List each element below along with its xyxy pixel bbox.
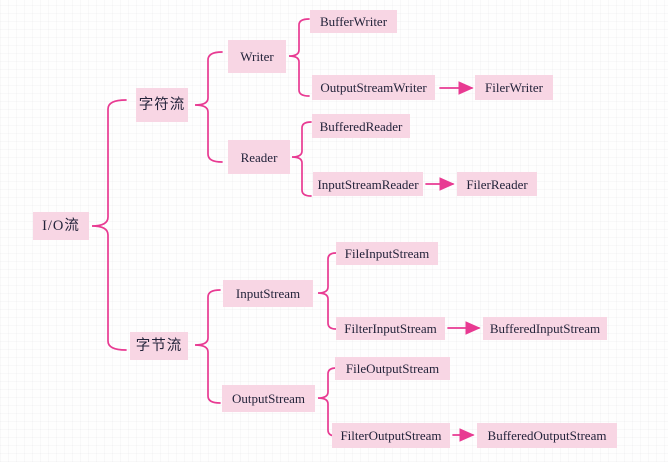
node-bufferedoutputstream: BufferedOutputStream <box>477 423 617 448</box>
brace-input-stream <box>317 252 337 330</box>
node-filerwriter: FilerWriter <box>475 75 553 100</box>
node-inputstreamreader: InputStreamReader <box>313 172 423 196</box>
node-character-stream: 字符流 <box>136 88 188 122</box>
node-filterinputstream: FilterInputStream <box>336 317 445 340</box>
brace-output-stream <box>317 367 337 437</box>
node-reader: Reader <box>228 140 290 174</box>
node-inputstream: InputStream <box>223 280 313 307</box>
node-outputstream: OutputStream <box>222 385 315 412</box>
brace-char-stream <box>194 51 223 163</box>
node-io-stream: I/O流 <box>33 212 89 240</box>
brace-reader <box>291 121 312 197</box>
node-filteroutputstream: FilterOutputStream <box>332 423 450 448</box>
node-bufferwriter: BufferWriter <box>310 10 397 33</box>
brace-io-root <box>91 99 127 351</box>
node-outputstreamwriter: OutputStreamWriter <box>312 75 435 100</box>
node-fileinputstream: FileInputStream <box>336 242 438 265</box>
node-fileoutputstream: FileOutputStream <box>335 357 450 380</box>
brace-writer <box>288 18 310 97</box>
brace-byte-stream <box>194 289 221 404</box>
node-bufferedreader: BufferedReader <box>312 114 410 138</box>
node-byte-stream: 字节流 <box>130 332 188 360</box>
node-writer: Writer <box>228 40 286 73</box>
node-bufferedinputstream: BufferedInputStream <box>483 317 607 340</box>
node-filerreader: FilerReader <box>457 172 537 196</box>
